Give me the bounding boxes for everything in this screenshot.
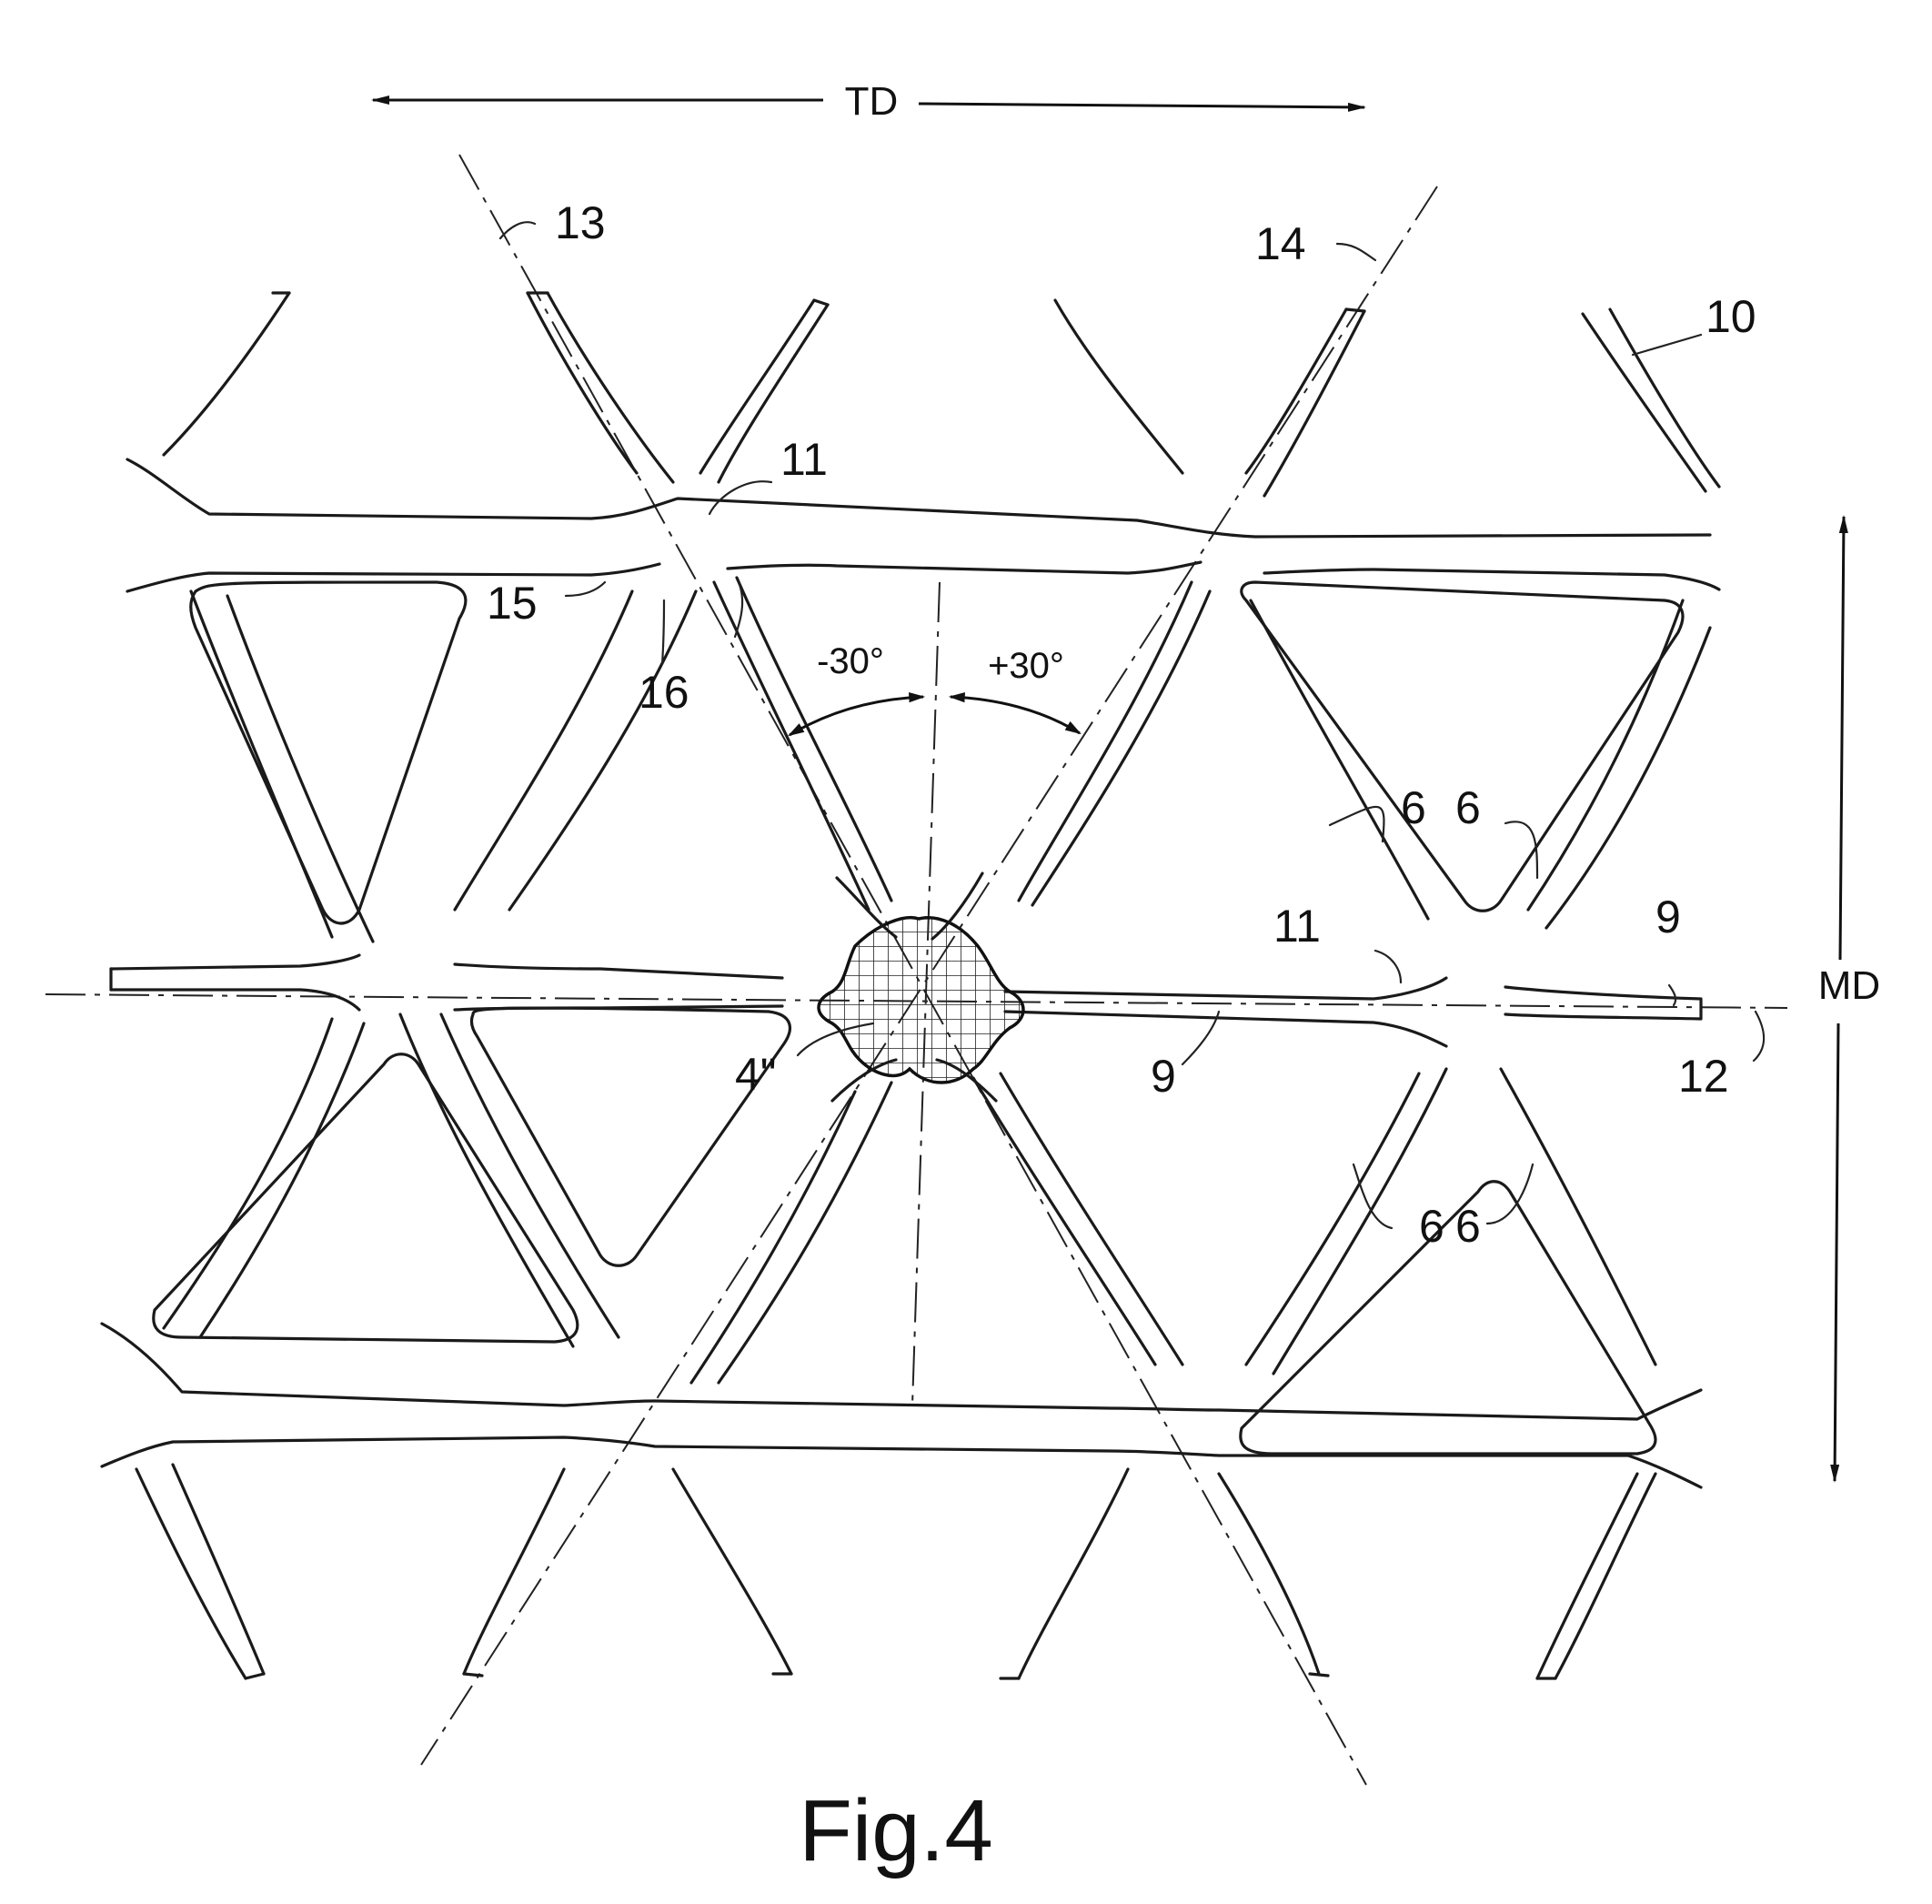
central-junction-4	[819, 873, 1023, 1101]
ref-6-upper-right: 6	[1455, 782, 1481, 833]
md-label: MD	[1818, 963, 1880, 1008]
ref-13: 13	[555, 197, 606, 248]
ref-6-lower-left: 6	[1419, 1201, 1444, 1252]
angle-negative-label: -30°	[817, 641, 884, 681]
angle-positive-label: +30°	[988, 646, 1064, 686]
leader-lines	[500, 222, 1764, 1228]
ref-6-lower-right: 6	[1455, 1201, 1481, 1252]
ref-9-center: 9	[1151, 1051, 1176, 1102]
ref-11-top: 11	[780, 434, 828, 485]
ref-4-center: 4"	[735, 1049, 777, 1100]
td-label: TD	[845, 79, 899, 124]
ref-9-right: 9	[1655, 892, 1681, 942]
ref-10: 10	[1706, 291, 1756, 342]
ref-15: 15	[487, 578, 538, 629]
ref-14: 14	[1255, 218, 1306, 269]
figure-caption: Fig.4	[799, 1782, 992, 1879]
ref-11-right: 11	[1273, 901, 1321, 952]
ref-12: 12	[1678, 1051, 1729, 1102]
ref-16: 16	[639, 667, 689, 718]
ref-6-upper-left: 6	[1401, 782, 1426, 833]
